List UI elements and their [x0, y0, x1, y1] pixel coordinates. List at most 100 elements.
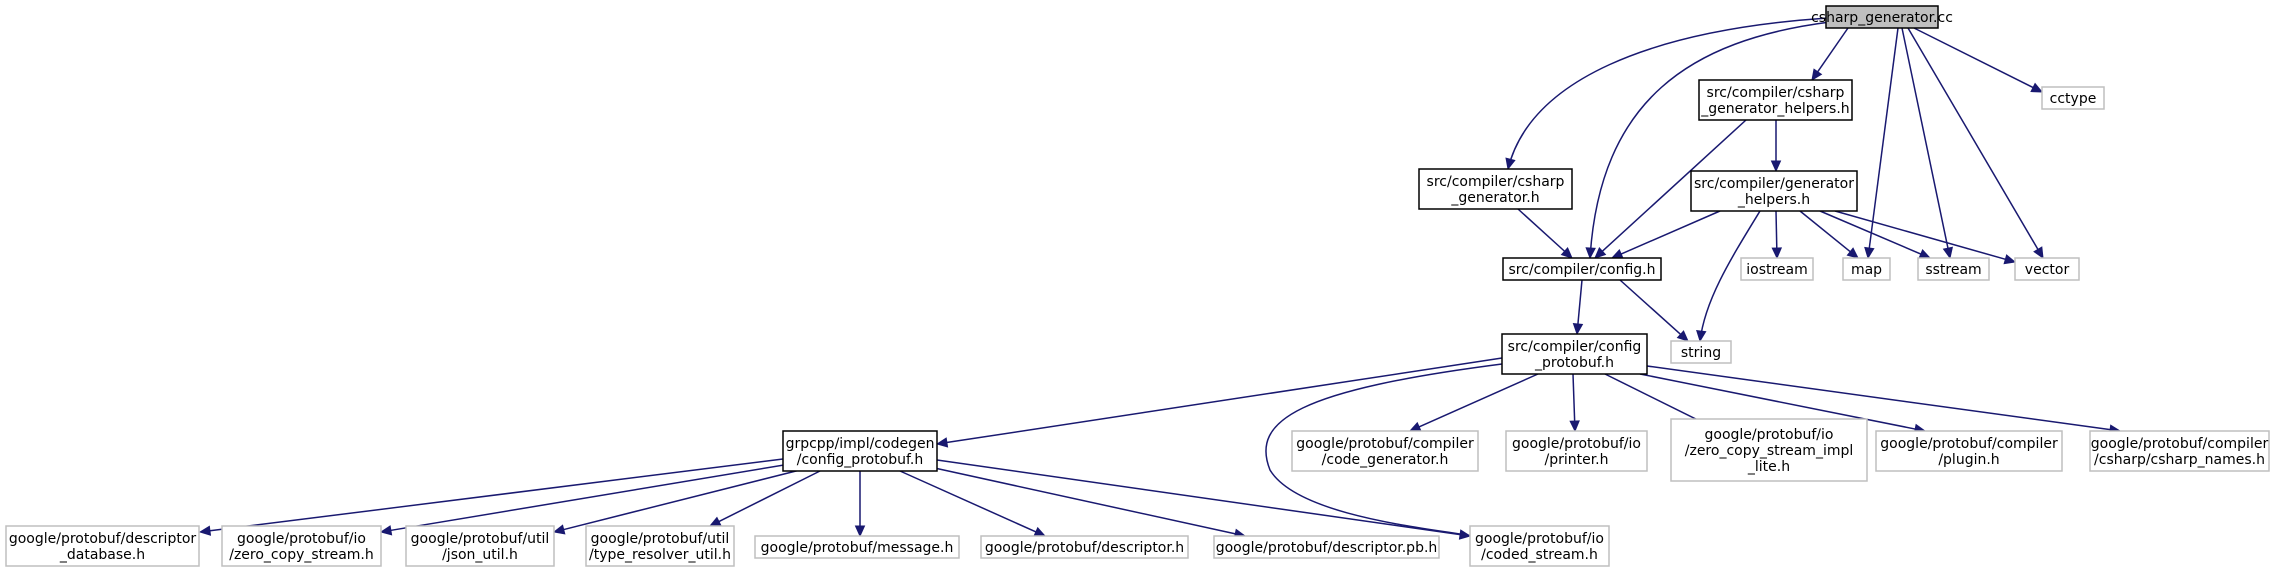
edge-line: [929, 466, 1238, 536]
node-label: _lite.h: [1747, 459, 1790, 475]
node-label: /plugin.h: [1938, 452, 1999, 468]
node-box: [1740, 257, 1814, 281]
node-label: src/compiler/config.h: [1509, 262, 1656, 278]
node-type-resolver-util: google/protobuf/util/type_resolver_util.…: [585, 525, 735, 567]
edge-gen_helpers-to-string: [1696, 210, 1761, 343]
node-box: [1291, 430, 1479, 472]
arrowhead-icon: [2003, 254, 2017, 265]
node-box: [1842, 257, 1891, 281]
node-label: google/protobuf/descriptor: [9, 531, 197, 547]
arrowhead-icon: [1770, 160, 1782, 173]
edge-line: [1819, 210, 1923, 256]
edge-line: [1901, 27, 1950, 251]
edge-root-to-csharp_helpers: [1811, 27, 1849, 82]
node-label: src/compiler/csharp: [1427, 174, 1565, 190]
edge-line: [561, 469, 801, 531]
edge-root-to-map: [1864, 27, 1899, 260]
edge-line: [1815, 27, 1849, 74]
arrowhead-icon: [552, 524, 566, 535]
node-label: map: [1851, 262, 1882, 278]
node-label: /coded_stream.h: [1481, 547, 1598, 563]
edge-line: [1646, 365, 2113, 431]
arrowhead-icon: [708, 516, 722, 527]
edge-line: [207, 458, 784, 532]
node-label: _database.h: [59, 547, 145, 563]
node-gen-helpers[interactable]: src/compiler/generator_helpers.h: [1690, 170, 1858, 212]
node-config-protobuf[interactable]: src/compiler/config_protobuf.h: [1501, 333, 1648, 375]
node-label: iostream: [1746, 262, 1808, 278]
node-box: [1418, 168, 1573, 210]
node-box: [1670, 418, 1868, 482]
node-label: _helpers.h: [1737, 192, 1810, 208]
node-label: _protobuf.h: [1534, 355, 1614, 371]
edge-config_h-to-config_protobuf: [1572, 279, 1584, 336]
node-box: [782, 430, 938, 472]
node-box: [585, 525, 735, 567]
node-label: _generator.h: [1450, 190, 1539, 206]
edge-line: [1639, 373, 1918, 431]
arrowhead-icon: [935, 437, 949, 448]
node-label: /json_util.h: [442, 547, 518, 563]
node-descriptor-database: google/protobuf/descriptor_database.h: [5, 525, 200, 567]
edge-root-to-csharp_gen_h: [1505, 17, 1829, 171]
node-iostream: iostream: [1740, 257, 1814, 281]
node-descriptor: google/protobuf/descriptor.h: [980, 535, 1189, 559]
node-cctype: cctype: [2041, 86, 2105, 110]
node-vector: vector: [2014, 257, 2080, 281]
node-label: csharp_generator.cc: [1811, 10, 1953, 26]
edge-root-to-cctype: [1913, 27, 2044, 93]
node-label: /config_protobuf.h: [797, 452, 924, 468]
arrowhead-icon: [1585, 247, 1596, 260]
edge-root-to-vector: [1907, 27, 2044, 260]
edge-root-to-sstream: [1901, 27, 1954, 260]
node-coded-stream: google/protobuf/io/coded_stream.h: [1469, 525, 1610, 567]
node-box: [1670, 340, 1732, 364]
node-label: google/protobuf/io: [1512, 436, 1641, 452]
edge-line: [1913, 27, 2036, 90]
node-label: google/protobuf/io: [237, 531, 366, 547]
node-label: google/protobuf/message.h: [761, 540, 954, 556]
node-box: [1825, 5, 1939, 29]
edge-grpcpp_config-to-json_util: [552, 469, 801, 535]
node-label: google/protobuf/compiler: [2091, 436, 2269, 452]
edge-grpcpp_config-to-descriptor_database: [198, 458, 784, 536]
node-message: google/protobuf/message.h: [754, 535, 960, 559]
edge-config_protobuf-to-grpcpp_config: [935, 357, 1503, 448]
node-label: /zero_copy_stream_impl: [1685, 443, 1854, 459]
arrowhead-icon: [1610, 248, 1624, 259]
arrowhead-icon: [1572, 323, 1584, 336]
edge-csharp_gen_h-to-config_h: [1517, 208, 1573, 259]
node-root[interactable]: csharp_generator.cc: [1811, 5, 1953, 29]
edge-csharp_helpers-to-gen_helpers: [1770, 120, 1782, 173]
edge-line: [1619, 279, 1683, 337]
node-zero-copy-stream: google/protobuf/io/zero_copy_stream.h: [221, 525, 382, 567]
arrowhead-icon: [1696, 329, 1707, 343]
edge-line: [1589, 21, 1831, 259]
edge-line: [1517, 208, 1567, 254]
node-label: cctype: [2050, 91, 2097, 107]
node-box: [980, 535, 1189, 559]
node-label: google/protobuf/descriptor.pb.h: [1216, 540, 1438, 556]
edge-line: [716, 470, 821, 524]
node-label: /code_generator.h: [1322, 452, 1449, 468]
node-grpcpp-config[interactable]: grpcpp/impl/codegen/config_protobuf.h: [782, 430, 938, 472]
node-box: [754, 535, 960, 559]
node-string: string: [1670, 340, 1732, 364]
node-printer: google/protobuf/io/printer.h: [1505, 430, 1648, 472]
edge-gen_helpers-to-config_h: [1610, 210, 1721, 259]
node-csharp-helpers[interactable]: src/compiler/csharp_generator_helpers.h: [1698, 79, 1853, 121]
edge-line: [1775, 210, 1778, 251]
arrowhead-icon: [1569, 420, 1580, 433]
edge-line: [1265, 363, 1503, 539]
edge-line: [936, 459, 1463, 536]
node-csharp-gen-h[interactable]: src/compiler/csharp_generator.h: [1418, 168, 1573, 210]
node-box: [1469, 525, 1610, 567]
arrowhead-icon: [1505, 157, 1516, 171]
edge-gen_helpers-to-vector: [1834, 210, 2017, 265]
node-config-h[interactable]: src/compiler/config.h: [1502, 257, 1662, 281]
edge-grpcpp_config-to-coded_stream: [936, 459, 1472, 540]
arrowhead-icon: [2030, 82, 2044, 93]
node-json-util: google/protobuf/util/json_util.h: [405, 525, 555, 567]
node-box: [1917, 257, 1990, 281]
edge-config_protobuf-to-code_generator: [1408, 373, 1539, 432]
